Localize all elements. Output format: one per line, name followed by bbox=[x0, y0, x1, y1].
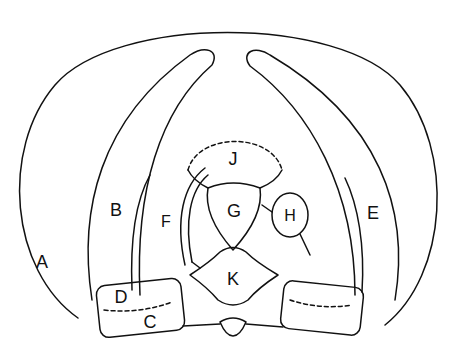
upper-lobe-side bbox=[188, 170, 208, 188]
left-arm bbox=[88, 50, 214, 300]
right-lobe-link bbox=[300, 234, 310, 255]
part-letter: C bbox=[144, 313, 157, 331]
left-arm-sliver bbox=[132, 175, 150, 290]
right-lobe bbox=[272, 193, 308, 237]
bottom-edge bbox=[246, 324, 283, 327]
lower-lobe bbox=[190, 248, 278, 306]
right-palp-base bbox=[280, 280, 365, 336]
upper-lobe-dashed bbox=[188, 142, 282, 171]
left-sickle-inner bbox=[189, 175, 208, 262]
part-letter: J bbox=[229, 150, 238, 168]
part-letter: B bbox=[110, 201, 122, 219]
part-letter: F bbox=[161, 214, 171, 230]
lower-lobe-link bbox=[192, 262, 200, 268]
left-palp-base bbox=[96, 278, 186, 339]
right-lobe-link bbox=[262, 205, 272, 212]
central-lobe bbox=[207, 183, 260, 250]
right-palp-dashed bbox=[290, 300, 352, 307]
part-letter: H bbox=[284, 208, 296, 224]
right-arm bbox=[247, 50, 399, 300]
part-letter: K bbox=[227, 270, 239, 288]
head-capsule bbox=[20, 33, 438, 326]
part-letter: D bbox=[115, 288, 128, 306]
part-letter: G bbox=[227, 202, 241, 220]
bottom-centre-piece bbox=[220, 318, 246, 336]
bottom-edge bbox=[183, 324, 220, 326]
part-letter: A bbox=[36, 253, 48, 271]
part-letter: E bbox=[367, 204, 379, 222]
right-arm-sliver bbox=[345, 178, 363, 292]
left-palp-dashed bbox=[104, 302, 172, 311]
upper-lobe-side bbox=[260, 170, 282, 188]
